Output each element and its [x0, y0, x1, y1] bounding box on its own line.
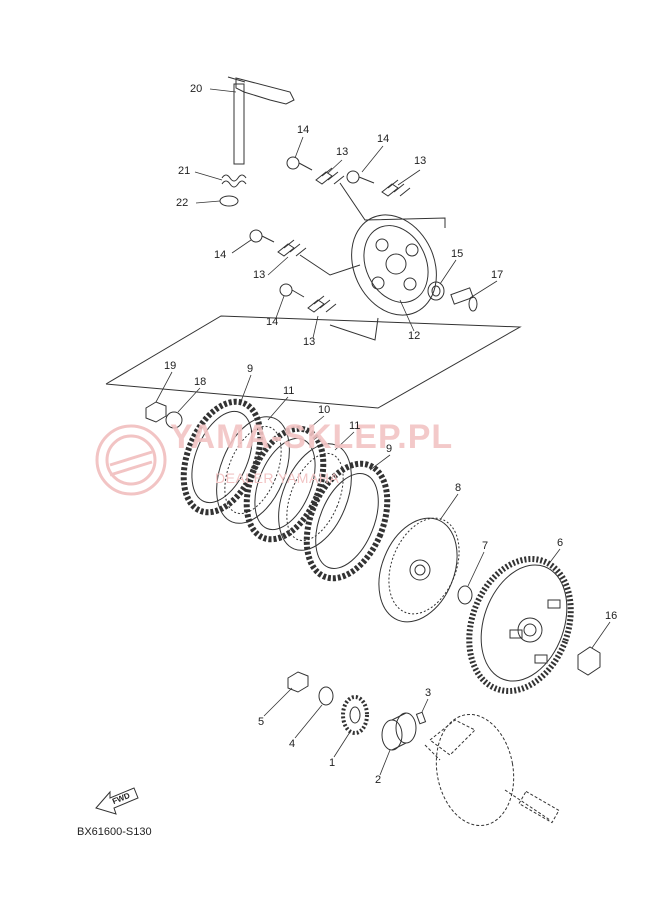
fwd-arrow-icon [95, 787, 139, 815]
part-20-push-lever [227, 76, 295, 165]
callout-6: 6 [557, 537, 564, 549]
callout-13: 13 [253, 269, 266, 281]
part-18-washer [165, 411, 183, 429]
callout-13: 13 [336, 146, 349, 158]
callout-19: 19 [164, 360, 177, 372]
callout-4: 4 [289, 738, 296, 750]
callout-5: 5 [258, 716, 265, 728]
part-6-clutch-housing [466, 556, 574, 694]
callout-1: 1 [329, 757, 336, 769]
watermark-logo [95, 424, 167, 496]
part-2-collar [381, 712, 417, 751]
callout-21: 21 [178, 165, 191, 177]
part-5-nut [287, 671, 309, 693]
assembly-lines [105, 182, 522, 409]
callout-9: 9 [386, 443, 393, 455]
callout-7: 7 [482, 540, 489, 552]
part-1-drive-gear [341, 695, 369, 735]
callout-9: 9 [247, 363, 254, 375]
leader-lines [155, 88, 611, 776]
part-7-washer [457, 585, 473, 605]
callout-10: 10 [318, 404, 331, 416]
part-8-clutch-boss [378, 517, 460, 623]
crankshaft-reference [424, 713, 560, 827]
callout-11: 11 [349, 420, 361, 432]
callout-11: 11 [283, 385, 295, 397]
part-19-nut [145, 401, 167, 423]
callout-14: 14 [266, 316, 279, 328]
part-4-washer [318, 686, 334, 706]
callout-16: 16 [605, 610, 618, 622]
part-21-spring [221, 174, 247, 188]
part-12-pressure-plate [351, 214, 437, 316]
callout-2: 2 [375, 774, 382, 786]
callout-18: 18 [194, 376, 207, 388]
callout-14: 14 [214, 249, 227, 261]
watermark-subtext: DEALER YAMAHA [215, 470, 340, 486]
part-16-nut [577, 646, 601, 676]
callout-15: 15 [451, 248, 464, 260]
friction-plate-9b [303, 460, 391, 582]
part-22-seal [219, 195, 239, 207]
bolts-and-springs [249, 156, 411, 313]
callout-14: 14 [377, 133, 390, 145]
callout-3: 3 [425, 687, 432, 699]
callout-22: 22 [176, 197, 189, 209]
clutch-plate-11a [216, 416, 290, 524]
part-17-push-rod [450, 287, 478, 312]
watermark-text: YAMA-SKLEP.PL [170, 418, 454, 456]
callout-13: 13 [303, 336, 316, 348]
callout-14: 14 [297, 124, 310, 136]
part-15-bearing [427, 281, 445, 301]
diagram-code: BX61600-S130 [77, 826, 152, 838]
callout-12: 12 [408, 330, 421, 342]
callout-17: 17 [491, 269, 504, 281]
clutch-plate-11b [278, 443, 352, 551]
callout-13: 13 [414, 155, 427, 167]
friction-plate-9a [180, 398, 264, 516]
callout-8: 8 [455, 482, 462, 494]
part-3-key [415, 711, 427, 725]
callout-20: 20 [190, 83, 203, 95]
